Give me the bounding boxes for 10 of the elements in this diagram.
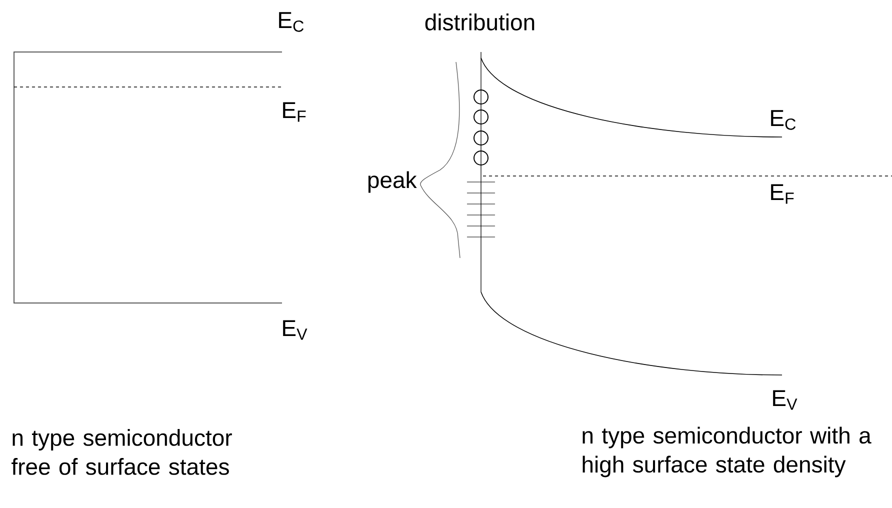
energy-level-label: E$_{C}$ bbox=[771, 110, 796, 130]
energy-level-label: E$_{V}$ bbox=[773, 390, 798, 410]
energy-level-label: E$_{F}$ bbox=[771, 184, 794, 204]
energy-level-label: E$_{C}$ bbox=[279, 12, 304, 32]
caption-text: n type semiconductor free of surface states bbox=[12, 429, 232, 475]
energy-level-label: E$_{F}$ bbox=[283, 102, 306, 122]
caption-text: n type semiconductor with a high surface state density bbox=[582, 426, 872, 478]
distribution-label: distribution bbox=[425, 14, 534, 30]
energy-level-label: E$_{V}$ bbox=[283, 320, 308, 340]
peak-label: peak bbox=[368, 171, 417, 193]
